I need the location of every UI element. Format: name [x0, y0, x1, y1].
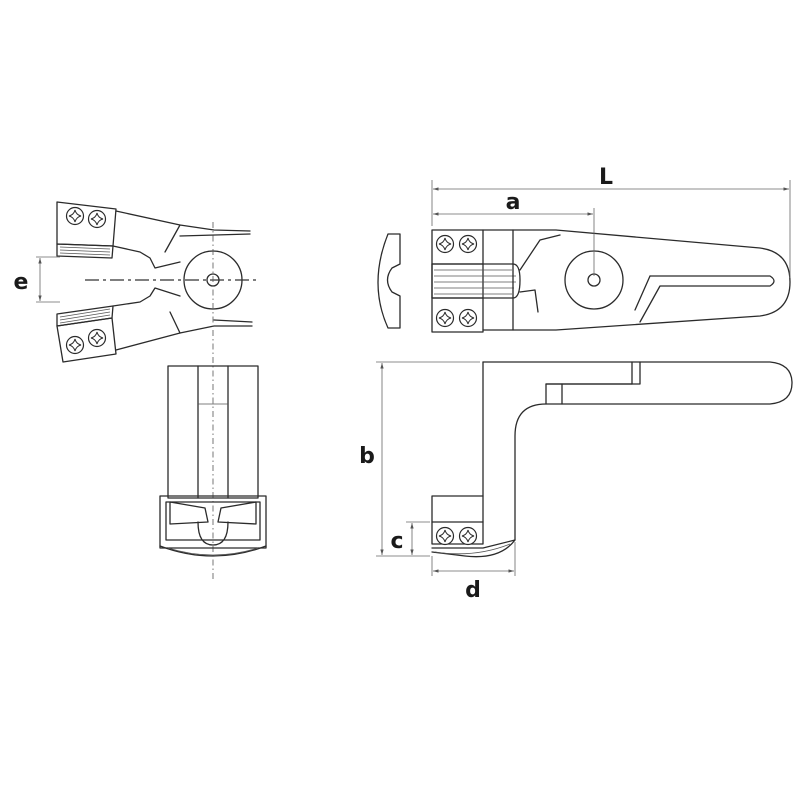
side-view [376, 361, 793, 576]
dim-label-c: c [390, 529, 403, 554]
dim-label-a: a [506, 190, 521, 215]
plan-view [377, 180, 791, 333]
dim-label-e: e [14, 270, 29, 295]
dim-label-L: L [599, 165, 613, 190]
dim-label-b: b [359, 444, 375, 469]
front-view [159, 365, 267, 557]
open-jaw-view [36, 201, 258, 580]
dim-label-d: d [465, 578, 481, 603]
